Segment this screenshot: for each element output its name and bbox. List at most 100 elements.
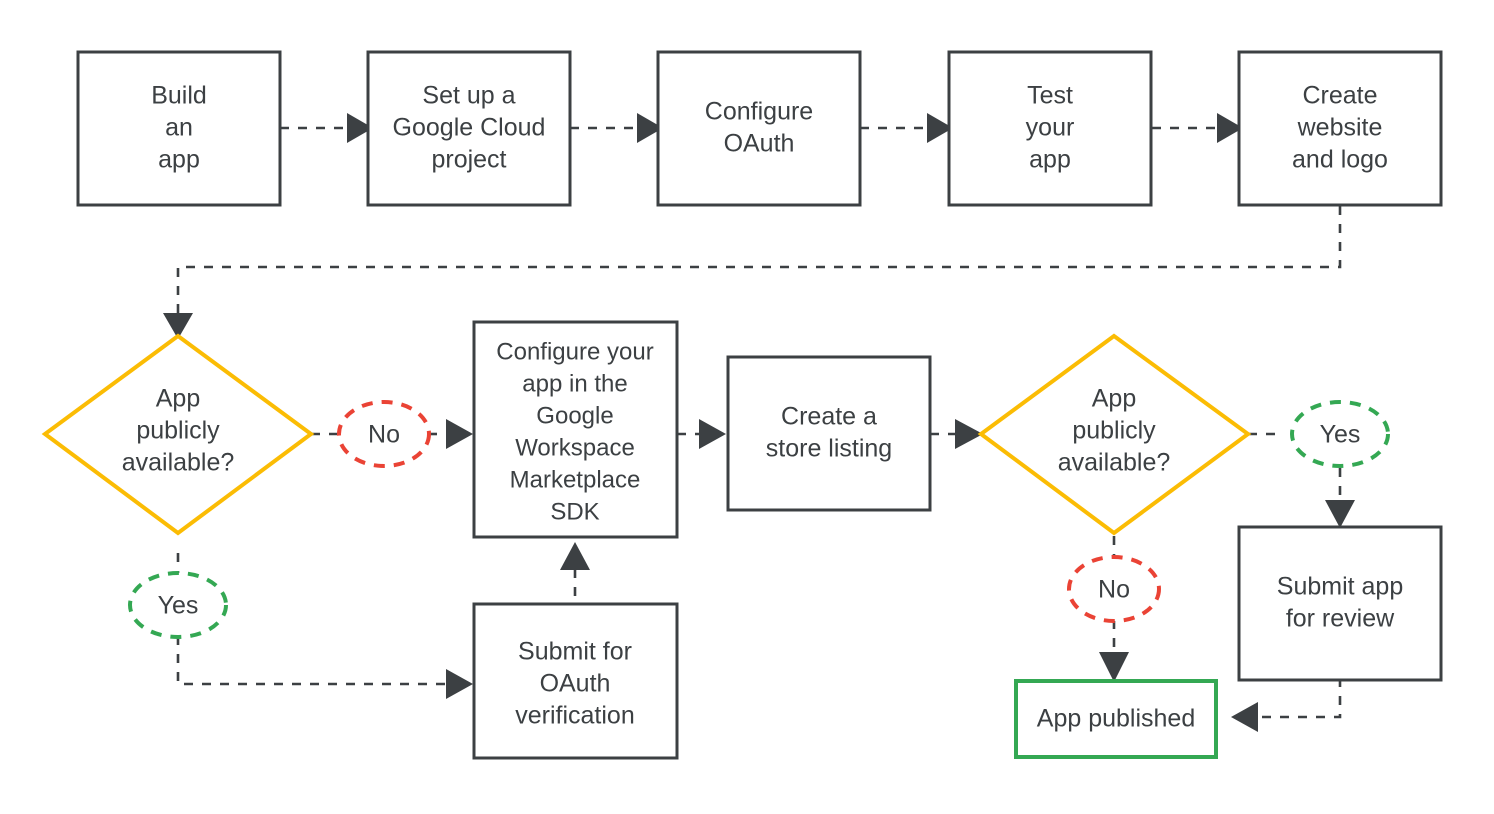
node-label-line: and logo bbox=[1292, 146, 1388, 174]
node-label-line: Test bbox=[1027, 82, 1073, 110]
node-box[interactable] bbox=[726, 355, 932, 512]
badge-text: Yes bbox=[158, 592, 199, 620]
edge-line bbox=[1258, 678, 1342, 719]
node-label-line: for review bbox=[1286, 605, 1395, 633]
node-label-line: available? bbox=[1058, 449, 1171, 477]
edge-oauth-to-test bbox=[860, 113, 953, 143]
edge-build-to-gcp bbox=[280, 113, 373, 143]
edge-listing-to-decision2 bbox=[930, 419, 983, 449]
node-configure-oauth[interactable]: Configure OAuth bbox=[656, 50, 862, 207]
badge-text: No bbox=[368, 421, 400, 449]
badge-ellipse bbox=[1067, 555, 1161, 623]
edge-arrowhead bbox=[446, 419, 473, 449]
edge-arrowhead bbox=[1099, 652, 1129, 682]
edge-arrowhead bbox=[163, 313, 193, 339]
node-label-line: Set up a bbox=[422, 82, 515, 110]
edge-decision1-yes-to-verification bbox=[176, 553, 473, 699]
edge-test-to-website bbox=[1152, 113, 1243, 143]
badge-text: No bbox=[1098, 576, 1130, 604]
edge-label-no-2: No bbox=[1067, 555, 1161, 623]
node-oauth-verification[interactable]: Submit for OAuth verification bbox=[472, 602, 679, 760]
edge-verification-to-sdk bbox=[560, 542, 590, 632]
node-label-line: Submit for bbox=[518, 638, 632, 666]
node-diamond[interactable] bbox=[977, 333, 1252, 536]
node-label-line: Create bbox=[1302, 82, 1377, 110]
node-store-listing[interactable]: Create a store listing bbox=[726, 355, 932, 512]
edge-arrowhead bbox=[560, 542, 590, 570]
edge-website-to-decision1 bbox=[163, 206, 1342, 339]
node-box[interactable] bbox=[76, 50, 282, 207]
edge-gcp-to-oauth bbox=[570, 113, 663, 143]
node-label-line: Marketplace bbox=[510, 466, 641, 493]
node-build-an-app[interactable]: Build an app bbox=[76, 50, 282, 207]
edge-line bbox=[176, 636, 446, 686]
node-label-line: Submit app bbox=[1277, 573, 1403, 601]
node-label-line: App bbox=[156, 385, 200, 413]
edge-decision2-yes-to-review bbox=[1248, 432, 1355, 528]
node-marketplace-sdk[interactable]: Configure your app in the Google Workspa… bbox=[472, 320, 679, 539]
node-box[interactable] bbox=[472, 320, 679, 539]
node-label-line: app bbox=[158, 146, 200, 174]
edge-line bbox=[176, 206, 1342, 314]
badge-text: Yes bbox=[1320, 421, 1361, 449]
node-label-line: website bbox=[1297, 114, 1383, 142]
node-test-your-app[interactable]: Test your app bbox=[947, 50, 1153, 207]
node-label-line: your bbox=[1026, 114, 1075, 142]
node-label-line: Configure your bbox=[496, 338, 653, 365]
node-label-line: an bbox=[165, 114, 193, 142]
node-label-line: App published bbox=[1037, 705, 1195, 733]
edge-label-layer: No Yes Yes No bbox=[128, 400, 1390, 639]
edge-sdk-to-listing bbox=[677, 419, 726, 449]
node-label-line: App bbox=[1092, 385, 1136, 413]
node-label-line: publicly bbox=[136, 417, 220, 445]
node-label-line: app bbox=[1029, 146, 1071, 174]
node-box[interactable] bbox=[366, 50, 572, 207]
node-label-line: Configure bbox=[705, 98, 813, 126]
node-label-line: Workspace bbox=[515, 434, 635, 461]
node-label-line: OAuth bbox=[540, 670, 611, 698]
badge-ellipse bbox=[337, 400, 431, 468]
badge-ellipse bbox=[1290, 400, 1390, 468]
edge-arrowhead bbox=[955, 419, 983, 449]
node-label-line: verification bbox=[515, 702, 635, 730]
node-label-line: Create a bbox=[781, 403, 877, 431]
node-box[interactable] bbox=[656, 50, 862, 207]
node-label-line: SDK bbox=[550, 498, 599, 525]
edge-label-yes-2: Yes bbox=[1290, 400, 1390, 468]
node-label-line: store listing bbox=[766, 435, 892, 463]
node-box[interactable] bbox=[1237, 50, 1443, 207]
node-box[interactable] bbox=[1014, 679, 1218, 759]
node-label-line: Build bbox=[151, 82, 207, 110]
node-label-line: Google Cloud bbox=[393, 114, 546, 142]
node-app-published[interactable]: App published bbox=[1014, 679, 1218, 759]
node-box[interactable] bbox=[1237, 525, 1443, 682]
node-website-and-logo[interactable]: Create website and logo bbox=[1237, 50, 1443, 207]
edge-arrowhead bbox=[1217, 113, 1243, 143]
node-diamond[interactable] bbox=[41, 333, 315, 536]
edge-label-no-1: No bbox=[337, 400, 431, 468]
edge-label-yes-1: Yes bbox=[128, 571, 228, 639]
edge-review-to-published bbox=[1231, 678, 1342, 732]
edge-arrowhead bbox=[637, 113, 663, 143]
edge-arrowhead bbox=[1325, 500, 1355, 528]
node-label-line: Google bbox=[536, 402, 613, 429]
node-label-line: OAuth bbox=[724, 130, 795, 158]
edge-arrowhead bbox=[446, 669, 473, 699]
node-decision-public-1[interactable]: App publicly available? bbox=[41, 333, 315, 536]
edge-arrowhead bbox=[927, 113, 953, 143]
edge-arrowhead bbox=[699, 419, 726, 449]
node-decision-public-2[interactable]: App publicly available? bbox=[977, 333, 1252, 536]
node-label-line: app in the bbox=[522, 370, 627, 397]
node-label-line: project bbox=[431, 146, 506, 174]
node-box[interactable] bbox=[947, 50, 1153, 207]
node-layer: Build an app Set up a Google Cloud proje… bbox=[41, 50, 1443, 760]
node-gcp-project[interactable]: Set up a Google Cloud project bbox=[366, 50, 572, 207]
node-submit-for-review[interactable]: Submit app for review bbox=[1237, 525, 1443, 682]
edge-arrowhead bbox=[347, 113, 373, 143]
badge-ellipse bbox=[128, 571, 228, 639]
edge-arrowhead bbox=[1231, 702, 1258, 732]
node-box[interactable] bbox=[472, 602, 679, 760]
node-label-line: available? bbox=[122, 449, 235, 477]
